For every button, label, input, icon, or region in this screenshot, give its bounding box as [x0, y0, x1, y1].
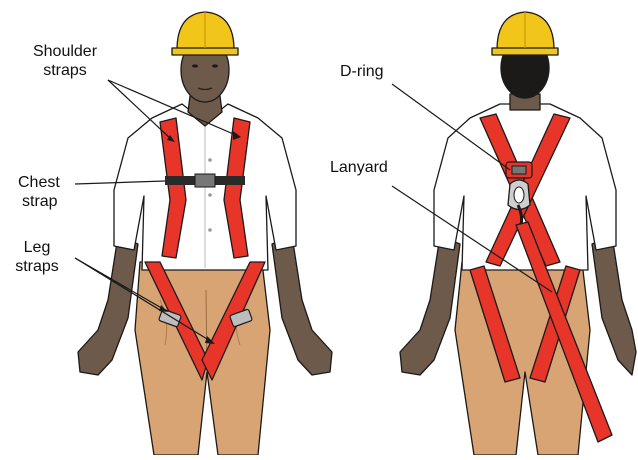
back-right-arm	[592, 236, 636, 375]
label-chest-line2: strap	[22, 192, 88, 211]
label-chest-line1: Chest	[18, 173, 88, 192]
back-figure	[400, 12, 636, 455]
label-leg-line2: straps	[2, 257, 72, 276]
label-leg-straps: Leg straps	[2, 238, 72, 276]
label-lanyard: Lanyard	[330, 158, 388, 177]
label-shoulder-straps: Shoulder straps	[10, 42, 120, 80]
front-right-arm	[272, 236, 332, 375]
back-left-arm	[400, 236, 460, 375]
label-chest-strap: Chest strap	[18, 173, 88, 211]
label-shoulder-line2: straps	[10, 61, 120, 80]
label-d-ring: D-ring	[340, 62, 384, 81]
front-left-arm	[78, 236, 138, 375]
label-leg-line1: Leg	[2, 238, 72, 257]
label-shoulder-line1: Shoulder	[10, 42, 120, 61]
